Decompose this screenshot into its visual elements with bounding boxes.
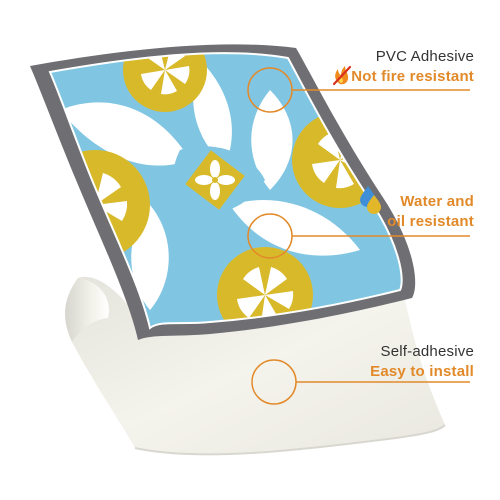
center-flower-motif xyxy=(185,150,245,210)
backing-paper xyxy=(65,276,446,456)
water-and-label: Water and xyxy=(400,193,474,210)
not-fire-resistant-label: Not fire resistant xyxy=(351,68,474,85)
callout-water xyxy=(247,213,470,259)
self-adhesive-title: Self-adhesive xyxy=(380,343,474,360)
no-fire-icon xyxy=(332,65,352,86)
oil-resistant-label: oil resistant xyxy=(387,213,474,230)
pvc-adhesive-title: PVC Adhesive xyxy=(375,48,474,65)
easy-to-install-label: Easy to install xyxy=(370,363,474,380)
callout-self-adhesive xyxy=(251,359,470,405)
water-oil-drops-icon xyxy=(360,186,381,214)
callout-pvc xyxy=(247,67,470,113)
